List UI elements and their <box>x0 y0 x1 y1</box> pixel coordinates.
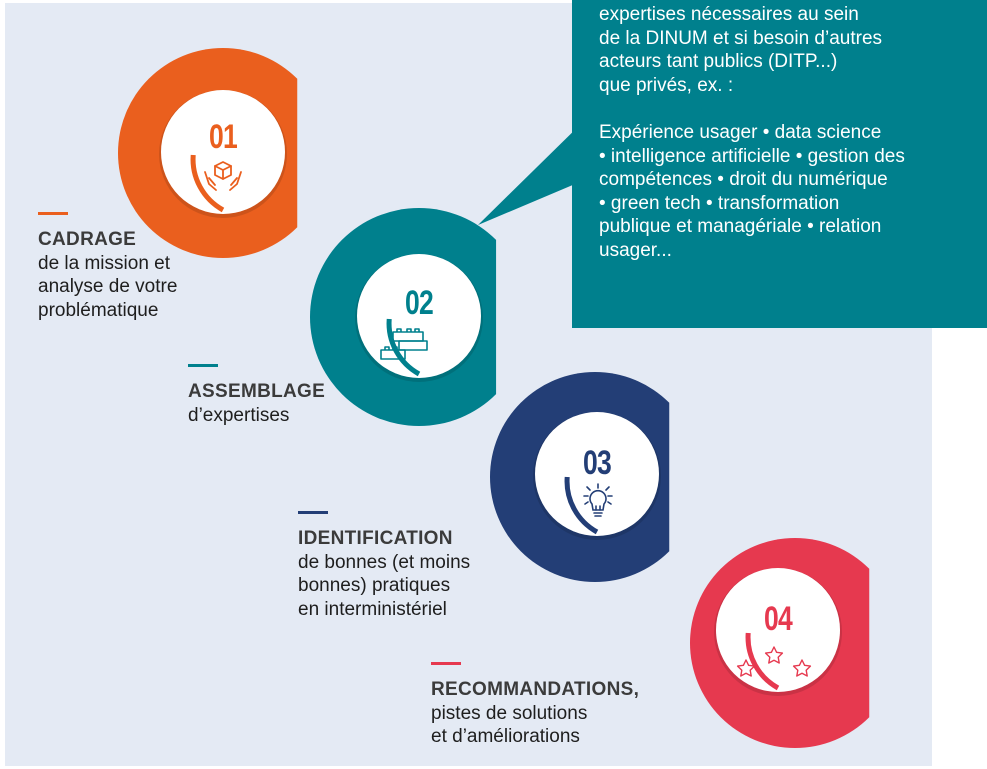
step-description: pistes de solutions et d’améliorations <box>431 702 588 748</box>
step-title: IDENTIFICATION <box>298 528 453 549</box>
step-description: de bonnes (et moins bonnes) pratiques en… <box>298 551 471 620</box>
step-04: 04 <box>690 538 900 748</box>
building-blocks-icon <box>380 328 428 360</box>
accent-dash <box>298 511 328 514</box>
lightbulb-icon <box>583 483 613 517</box>
expertise-callout: expertises nécessaires au sein de la DIN… <box>572 0 987 328</box>
accent-dash <box>188 364 218 367</box>
accent-dash <box>431 662 461 665</box>
step-title: CADRAGE <box>38 229 137 250</box>
step-number: 03 <box>583 444 612 482</box>
step-title: RECOMMANDATIONS, <box>431 679 640 700</box>
step-number: 04 <box>764 600 793 638</box>
hands-holding-box-icon <box>204 161 242 191</box>
step-03-label: IDENTIFICATION de bonnes (et moins bonne… <box>298 511 470 621</box>
accent-dash <box>38 212 68 215</box>
step-02-label: ASSEMBLAGE d’expertises <box>188 364 325 427</box>
three-stars-icon <box>736 646 812 677</box>
step-01-label: CADRAGE de la mission et analyse de votr… <box>38 212 177 322</box>
step-02: 02 <box>310 208 528 426</box>
step-03: 03 <box>490 372 700 582</box>
step-description: d’expertises <box>188 404 290 426</box>
step-title: ASSEMBLAGE <box>188 381 326 402</box>
step-number: 02 <box>405 284 434 322</box>
step-01: 01 <box>118 48 328 258</box>
step-description: de la mission et analyse de votre problé… <box>38 252 178 321</box>
step-04-label: RECOMMANDATIONS, pistes de solutions et … <box>431 662 639 749</box>
callout-text-bottom: Expérience usager • data science • intel… <box>599 122 905 261</box>
callout-text-top: expertises nécessaires au sein de la DIN… <box>599 4 883 96</box>
step-number: 01 <box>209 118 238 156</box>
